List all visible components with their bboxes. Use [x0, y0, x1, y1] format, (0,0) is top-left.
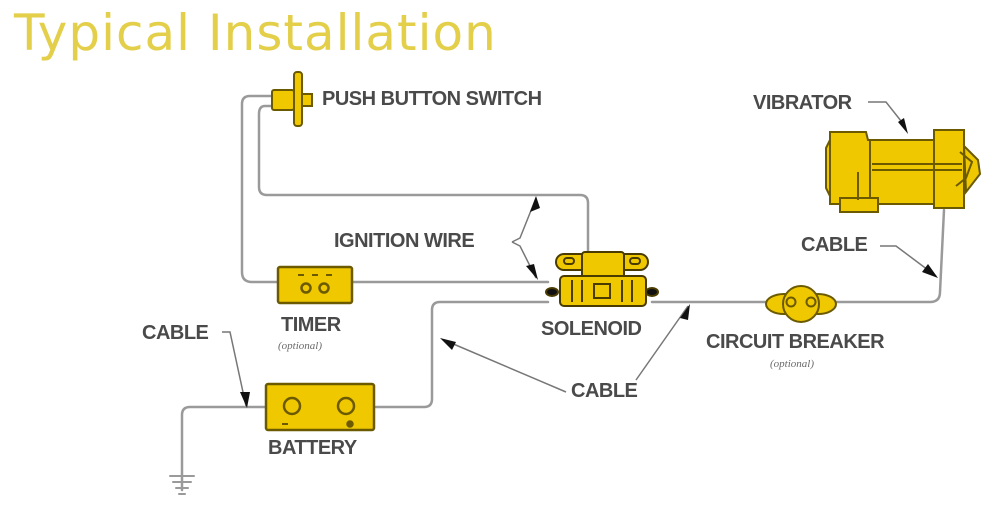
circuit-breaker-icon: [765, 285, 837, 323]
ground-icon: [169, 475, 195, 495]
vibrator-icon: [825, 129, 982, 213]
label-cable-main: CABLE: [571, 380, 638, 402]
wire-breaker-to-vibrator: [834, 208, 946, 304]
push-button-switch-icon: [271, 71, 313, 127]
timer-icon: [276, 265, 354, 305]
label-battery: BATTERY: [268, 437, 357, 459]
wire-battery-to-ground: [180, 405, 268, 492]
label-circuit-breaker: CIRCUIT BREAKER: [706, 331, 885, 353]
solenoid-icon: [545, 251, 659, 307]
label-push-button-switch: PUSH BUTTON SWITCH: [322, 88, 542, 110]
wire-switch-to-solenoid: [257, 104, 590, 258]
note-timer-optional: (optional): [278, 340, 322, 352]
label-ignition-wire: IGNITION WIRE: [334, 230, 475, 252]
label-cable-vibrator: CABLE: [801, 234, 868, 256]
label-vibrator: VIBRATOR: [753, 92, 852, 114]
label-solenoid: SOLENOID: [541, 318, 642, 340]
wire-battery-to-solenoid: [374, 300, 550, 409]
diagram-title: Typical Installation: [14, 4, 497, 62]
note-circuit-breaker-optional: (optional): [770, 358, 814, 370]
label-timer: TIMER: [281, 314, 341, 336]
wire-switch-to-timer: [240, 94, 280, 284]
label-cable-battery: CABLE: [142, 322, 209, 344]
battery-icon: [264, 382, 376, 432]
